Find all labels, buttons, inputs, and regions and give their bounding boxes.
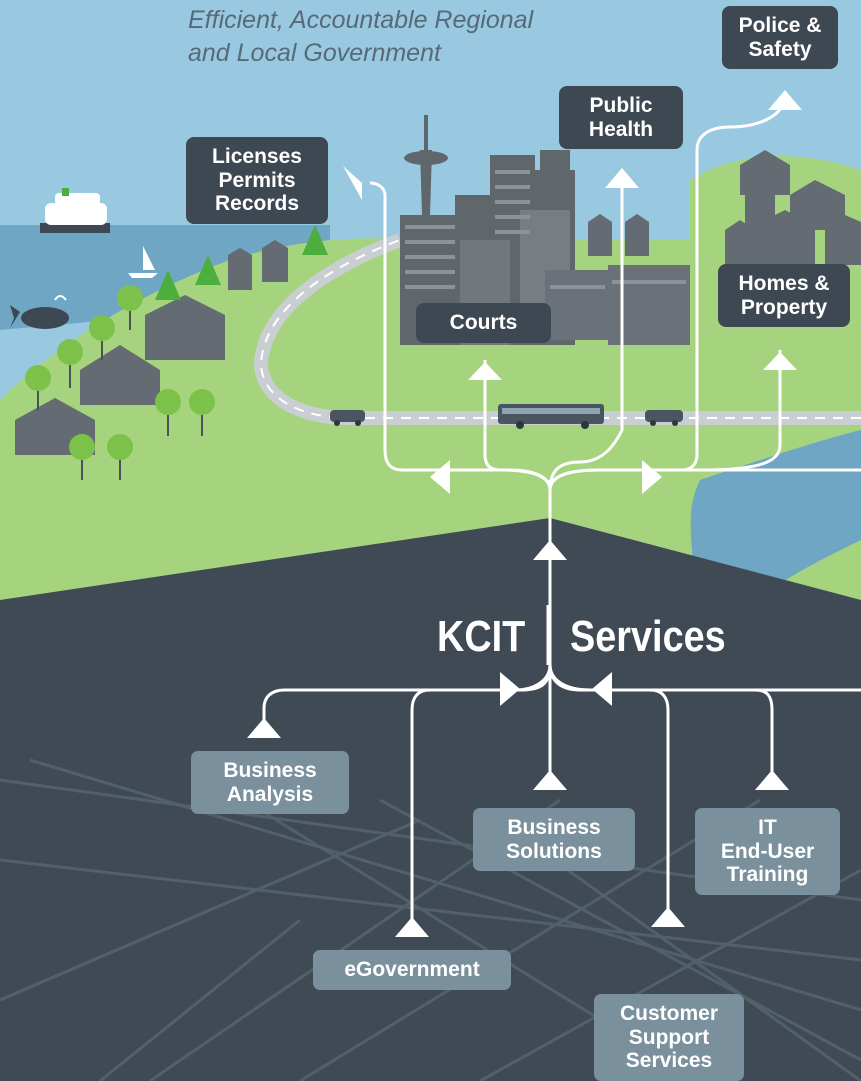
service-it-training-line-1: IT [758,816,777,839]
houses-right [725,150,861,265]
arrow-analysis [247,718,281,738]
arrow-training [755,770,789,790]
service-business-analysis: Business Analysis [191,751,349,815]
sailboat [128,246,158,278]
arrow-courts [468,362,502,380]
service-business-analysis-line-2: Analysis [226,782,314,806]
trees [25,225,328,480]
service-business-analysis-line-1: Business [223,759,317,782]
service-it-training-line-2: End-User [720,839,815,863]
arrow-left-mid [430,460,450,494]
label-courts: Courts [416,303,551,343]
label-police-safety-line-2: Safety [748,37,812,61]
label-homes-property-line-2: Property [740,295,828,319]
arrow-support [651,907,685,927]
arrow-egov [395,917,429,937]
label-licenses-permits-records: Licenses Permits Records [186,137,328,224]
arrowheads [247,90,802,937]
arrow-police [768,90,802,110]
service-customer-support-services: Customer Support Services [594,994,744,1081]
subtitle-line-1: Efficient, Accountable Regional [188,6,534,34]
label-licenses-line-1: Licenses [212,145,302,168]
arrow-homes [763,352,797,370]
service-business-solutions-line-1: Business [507,816,601,839]
label-public-health: Public Health [559,86,683,150]
arrow-left-bottom [500,672,520,706]
service-customer-support-line-3: Services [625,1049,713,1073]
ferry [40,188,110,233]
service-it-training-line-3: Training [726,863,809,887]
heading-services: Services [570,612,726,661]
whale [10,295,69,329]
heading-kcit: KCIT [437,612,526,661]
label-licenses-line-3: Records [214,192,300,216]
label-homes-property-line-1: Homes & [738,272,830,295]
label-police-safety-line-1: Police & [738,14,822,37]
city-windows [405,170,686,289]
service-business-solutions-line-2: Solutions [506,839,602,863]
arrow-right-mid [642,460,662,494]
subtitle-line-2: and Local Government [188,39,441,67]
service-business-solutions: Business Solutions [473,808,635,872]
label-licenses-line-2: Permits [218,168,296,192]
service-customer-support-line-2: Support [628,1025,710,1049]
label-police-safety: Police & Safety [722,6,838,70]
label-courts-line-1: Courts [449,311,518,334]
label-public-health-line-2: Health [588,117,654,141]
road-line [260,239,861,419]
river [690,430,861,600]
service-egovernment: eGovernment [313,950,511,990]
label-homes-property: Homes & Property [718,264,850,328]
service-customer-support-line-1: Customer [619,1002,719,1025]
arrow-solutions [533,770,567,790]
service-it-end-user-training: IT End-User Training [695,808,840,895]
subtitle: Efficient, Accountable Regional and Loca… [188,4,533,70]
service-egovernment-line-1: eGovernment [344,958,480,981]
label-public-health-line-1: Public [589,94,653,117]
services-panel [0,518,861,1081]
arrow-right-bottom [592,672,612,706]
vehicles [330,404,683,429]
arrow-licenses [343,166,362,200]
connector-lines [262,94,861,930]
arrow-trunk [533,540,567,560]
arrow-health [605,168,639,188]
